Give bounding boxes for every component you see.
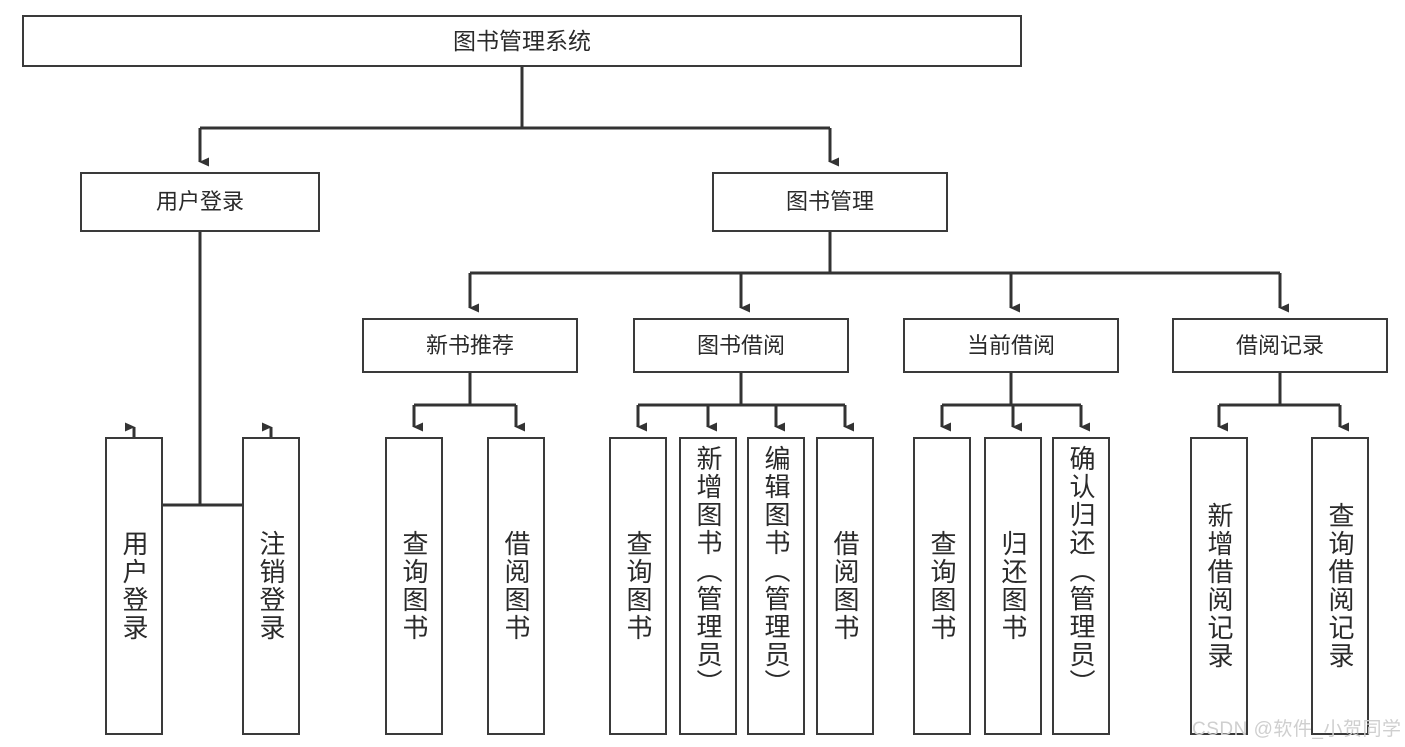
node-label: 新书推荐: [425, 332, 514, 358]
node-label: 借阅图书: [830, 530, 860, 642]
node-leaf-confirm-return-admin[interactable]: 确认归还（管理员）: [1052, 437, 1110, 735]
node-leaf-query-book-3[interactable]: 查询图书: [913, 437, 971, 735]
node-user-login[interactable]: 用户登录: [80, 172, 320, 232]
node-label: 图书借阅: [696, 332, 785, 358]
node-new-book-recommend[interactable]: 新书推荐: [362, 318, 578, 373]
node-current-borrow[interactable]: 当前借阅: [903, 318, 1119, 373]
node-leaf-return-book[interactable]: 归还图书: [984, 437, 1042, 735]
node-root[interactable]: 图书管理系统: [22, 15, 1022, 67]
node-leaf-user-login[interactable]: 用户登录: [105, 437, 163, 735]
node-label: 当前借阅: [966, 332, 1055, 358]
node-leaf-borrow-book-2[interactable]: 借阅图书: [816, 437, 874, 735]
node-label: 借阅图书: [501, 530, 531, 642]
node-label: 图书管理系统: [453, 27, 591, 54]
node-label: 用户登录: [119, 530, 149, 642]
node-label: 新增借阅记录: [1204, 502, 1234, 670]
node-leaf-query-borrow-record[interactable]: 查询借阅记录: [1311, 437, 1369, 735]
node-label: 新增图书（管理员）: [693, 445, 723, 697]
node-label: 注销登录: [256, 530, 286, 642]
node-book-manage[interactable]: 图书管理: [712, 172, 948, 232]
node-leaf-add-book-admin[interactable]: 新增图书（管理员）: [679, 437, 737, 735]
node-leaf-add-borrow-record[interactable]: 新增借阅记录: [1190, 437, 1248, 735]
node-label: 归还图书: [998, 530, 1028, 642]
node-borrow-record[interactable]: 借阅记录: [1172, 318, 1388, 373]
node-label: 查询图书: [623, 530, 653, 642]
node-label: 查询借阅记录: [1325, 502, 1355, 670]
node-leaf-query-book-2[interactable]: 查询图书: [609, 437, 667, 735]
node-leaf-borrow-book-1[interactable]: 借阅图书: [487, 437, 545, 735]
node-label: 确认归还（管理员）: [1066, 445, 1096, 697]
node-label: 图书管理: [785, 189, 874, 215]
node-leaf-edit-book-admin[interactable]: 编辑图书（管理员）: [747, 437, 805, 735]
node-leaf-logout-login[interactable]: 注销登录: [242, 437, 300, 735]
node-label: 查询图书: [399, 530, 429, 642]
node-book-borrow[interactable]: 图书借阅: [633, 318, 849, 373]
node-label: 查询图书: [927, 530, 957, 642]
node-label: 编辑图书（管理员）: [761, 445, 791, 697]
node-label: 借阅记录: [1235, 332, 1324, 358]
node-label: 用户登录: [155, 189, 244, 215]
node-leaf-query-book-1[interactable]: 查询图书: [385, 437, 443, 735]
